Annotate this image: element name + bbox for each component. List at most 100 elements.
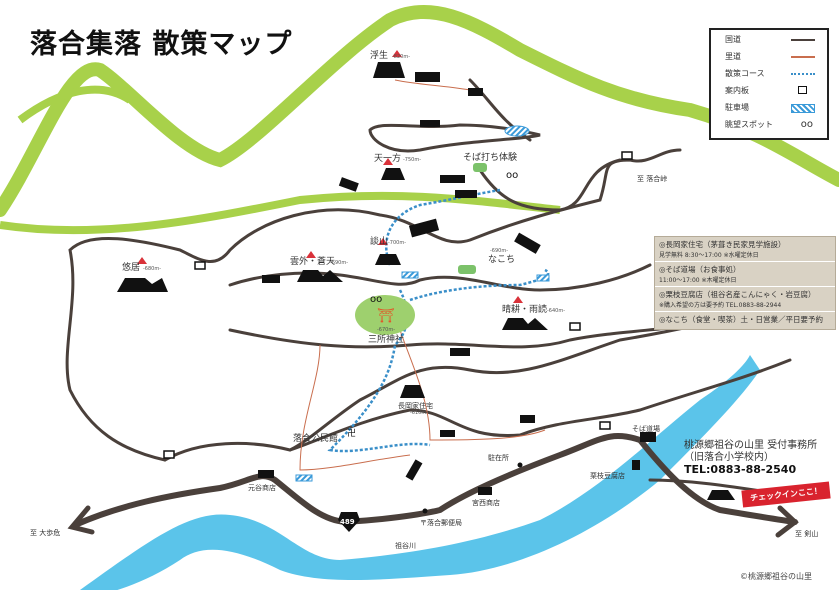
office-name: 桃源郷祖谷の山里 受付事務所 [684, 440, 818, 451]
road-arrow-tsurugi [775, 505, 799, 538]
soba-field [473, 163, 487, 172]
altitude: -820m- [392, 54, 410, 60]
road [478, 158, 622, 212]
binoculars-icon: oo [800, 119, 813, 130]
info-tofu: ◎栗枝豆腐店（祖谷名産こんにゃく・岩豆腐） ※購入希望の方は要予約 TEL.088… [655, 287, 835, 312]
thatched-house-icon [117, 278, 168, 292]
building-icon [405, 459, 423, 481]
altitude: -700m- [388, 240, 406, 246]
altitude: -610m- [410, 410, 428, 416]
label-kominkan: 落合公民館 [293, 432, 338, 444]
binoculars-icon[interactable]: oo [506, 170, 518, 181]
road [228, 318, 722, 349]
national-road-489 [72, 432, 798, 528]
signboard-icon[interactable] [599, 421, 611, 430]
altitude: -750m- [403, 157, 421, 163]
legend-walking-course: 散策コース [711, 66, 827, 81]
building-icon [440, 430, 455, 437]
label-ukiu: 浮生 [370, 49, 388, 61]
label-danzan: 談山 [370, 235, 388, 247]
altitude: -690m- [490, 248, 508, 254]
parking-lot [504, 125, 530, 137]
peak-icon [383, 158, 393, 165]
legend-label: 案内板 [725, 86, 749, 95]
building-icon [468, 88, 483, 96]
signboard-icon[interactable] [163, 450, 175, 459]
thatched-house-icon [373, 62, 405, 78]
office-tel: TEL:0883-88-2540 [684, 463, 797, 476]
village-road-swatch [791, 56, 815, 58]
thatched-house-icon [297, 270, 343, 282]
signboard-icon[interactable] [194, 261, 206, 270]
village-road [299, 344, 411, 471]
road [65, 148, 682, 462]
village-road [394, 79, 471, 91]
label-motoya: 元谷商店 [248, 483, 276, 492]
iya-river [80, 355, 760, 590]
info-nakochi: ◎なこち（食堂・喫茶）土・日営業／平日要予約 [655, 312, 835, 327]
parking-swatch [791, 104, 815, 113]
parking-lot [401, 271, 419, 279]
signboard-icon[interactable] [621, 151, 633, 160]
info-detail: 見学無料 8:30〜17:00 ※水曜定休日 [659, 252, 759, 259]
label-tofu: 栗枝豆腐店 [590, 471, 625, 480]
legend-label: 里道 [725, 52, 741, 61]
parking-lot [536, 274, 550, 282]
legend-national-road: 国道 [711, 32, 827, 47]
police-box-dot [517, 462, 523, 468]
label-to-ochiai-pass: 至 落合峠 [637, 174, 667, 183]
reception-office: 桃源郷祖谷の山里 受付事務所 （旧落合小学校内） TEL:0883-88-254… [684, 440, 817, 476]
label-soba-taiken: そば打ち体験 [463, 151, 517, 163]
building-icon [440, 175, 465, 183]
legend-label: 駐車場 [725, 103, 749, 112]
label-chuzaisho: 駐在所 [488, 453, 509, 462]
label-river: 祖谷川 [395, 541, 416, 550]
binoculars-icon[interactable]: oo [370, 294, 382, 305]
mountain-ridge-2 [0, 191, 561, 235]
altitude: -640m- [547, 308, 565, 314]
building-icon [450, 348, 470, 356]
thatched-house-icon [707, 490, 735, 500]
parking-lot [295, 474, 313, 482]
legend-village-road: 里道 [711, 49, 827, 64]
legend-label: 国道 [725, 35, 741, 44]
office-sub: （旧落合小学校内） [684, 452, 774, 463]
copyright: ©桃源郷祖谷の山里 [740, 572, 812, 581]
building-icon [262, 275, 280, 283]
signboard-icon[interactable] [569, 322, 581, 331]
label-post: 〒落合郵便局 [420, 518, 462, 527]
page-title: 落合集落 散策マップ [30, 29, 293, 60]
route-number: 489 [340, 518, 355, 526]
shop-icon [632, 460, 640, 470]
thatched-house-icon [381, 168, 405, 180]
mountain-ridge [0, 5, 839, 217]
thatched-house-icon [400, 385, 425, 398]
info-heading: ◎なこち（食堂・喫茶）土・日営業／平日要予約 [659, 315, 824, 324]
info-heading: ◎栗枝豆腐店（祖谷名産こんにゃく・岩豆腐） [659, 290, 816, 299]
info-nagaoka: ◎長岡家住宅（茅葺き民家見学施設）見学無料 8:30〜17:00 ※水曜定休日 [655, 237, 835, 262]
building-icon [514, 232, 541, 254]
building-icon [338, 177, 359, 192]
legend-signboard: 案内板 [711, 83, 827, 98]
peak-icon [513, 296, 523, 303]
altitude: -680m- [143, 266, 161, 272]
road [163, 308, 762, 462]
mountain-ridge-3 [17, 85, 133, 124]
peak-icon [378, 238, 388, 245]
building-icon [520, 415, 535, 423]
label-miyanishi: 宮西商店 [472, 498, 500, 507]
road [228, 263, 652, 292]
torii-icon: ⛩ [377, 308, 395, 324]
info-detail: ※購入希望の方は要予約 TEL.0883-88-2944 [659, 302, 782, 309]
shop-icon [478, 487, 492, 495]
shop-icon [258, 470, 274, 478]
legend-label: 散策コース [725, 69, 765, 78]
label-tenichi: 天一方 [374, 152, 401, 164]
label-to-tsurugi: 至 剣山 [795, 529, 818, 538]
legend-parking: 駐車場 [711, 100, 827, 115]
altitude: -690m- [330, 260, 348, 266]
label-to-oboke: 至 大歩危 [30, 528, 60, 537]
label-shrine: 三所神社 [368, 333, 404, 345]
